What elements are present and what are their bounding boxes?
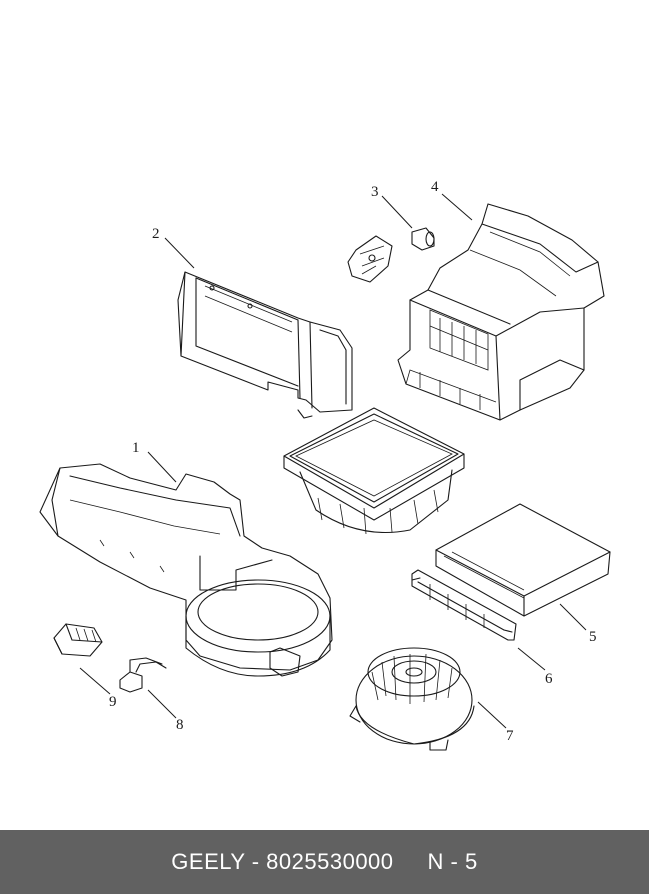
filter-frame-assembly bbox=[283, 407, 465, 535]
callout-5: 5 bbox=[589, 629, 597, 645]
part-5-cabin-filter bbox=[435, 503, 611, 617]
callout-7: 7 bbox=[506, 728, 514, 744]
hvac-exploded-diagram: 1 2 3 4 5 6 7 8 9 bbox=[39, 179, 611, 751]
part-9-resistor bbox=[53, 623, 103, 657]
callout-labels: 1 2 3 4 5 6 7 8 9 bbox=[109, 179, 597, 744]
part-3-grommet bbox=[347, 227, 435, 283]
page-reference-text: N - 5 bbox=[427, 849, 478, 874]
callout-2: 2 bbox=[152, 226, 160, 242]
part-1-blower-housing bbox=[39, 463, 333, 677]
part-4-housing bbox=[397, 203, 605, 421]
footer-bar: GEELY - 8025530000 N - 5 bbox=[0, 830, 649, 894]
callout-9: 9 bbox=[109, 694, 117, 710]
part-number-text: GEELY - 8025530000 bbox=[171, 849, 394, 874]
part-8-connector bbox=[119, 657, 167, 693]
callout-4: 4 bbox=[431, 179, 439, 195]
part-7-blower-motor bbox=[349, 647, 475, 751]
callout-8: 8 bbox=[176, 717, 184, 733]
callout-1: 1 bbox=[132, 440, 140, 456]
leader-lines bbox=[79, 193, 587, 729]
callout-3: 3 bbox=[371, 184, 379, 200]
part-6-filter-door bbox=[411, 569, 517, 641]
callout-6: 6 bbox=[545, 671, 553, 687]
part-2-evaporator-cover bbox=[177, 271, 353, 419]
